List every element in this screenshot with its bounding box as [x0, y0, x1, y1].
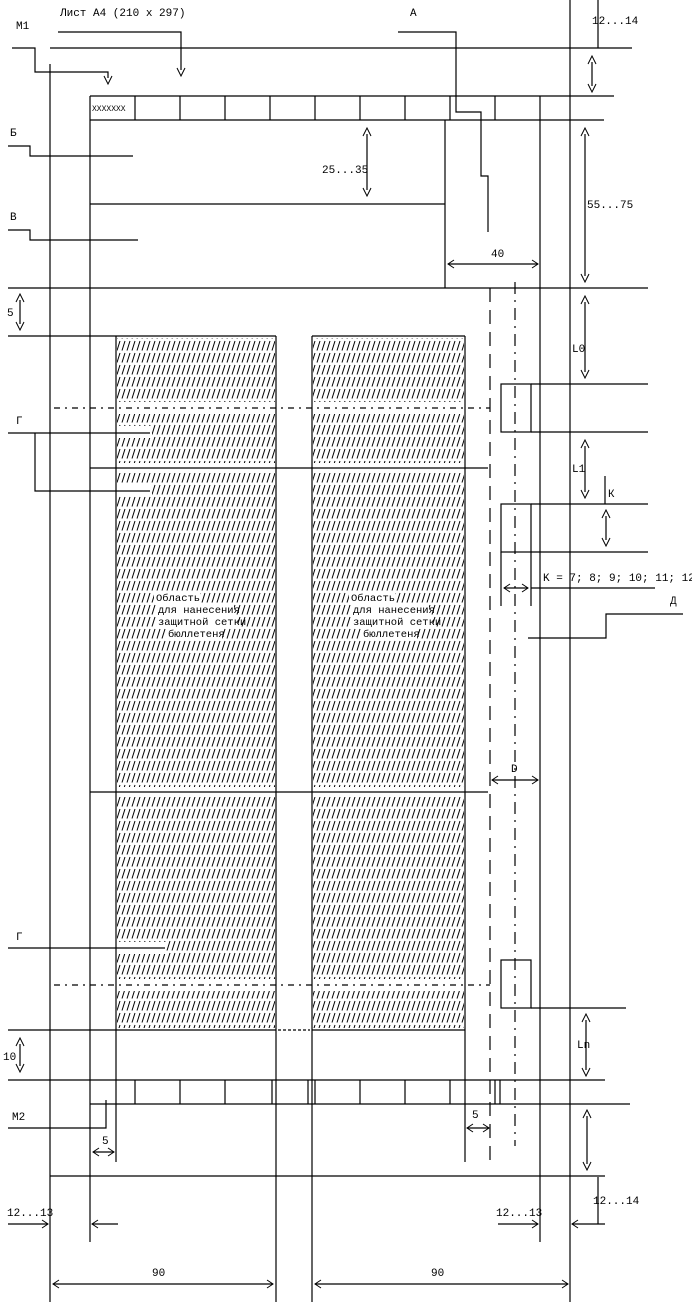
l1-arrow-head — [580, 489, 590, 500]
area-text-line: Область — [351, 592, 395, 605]
col-width-left-arrow-head — [52, 1279, 60, 1289]
left-offset-arrow-head — [92, 1147, 100, 1157]
hatch-left — [117, 338, 275, 1028]
top-margin-arrow-head — [587, 54, 597, 65]
diameter-dim: D — [511, 764, 518, 776]
drawing-lines — [8, 0, 683, 1302]
area-text-line: для нанесения — [353, 605, 435, 617]
diameter-arrow-head — [531, 775, 539, 785]
v-leader — [8, 229, 138, 241]
area-text-right: Область для нанесения защитной сетки бюл… — [349, 591, 441, 641]
b-label: Б — [10, 128, 17, 140]
bottom-margin-dim: 12...14 — [593, 1196, 640, 1208]
hatch-gap — [116, 426, 152, 438]
right-offset-dim: 5 — [472, 1110, 479, 1122]
hatch-gap — [116, 402, 276, 414]
m1-leader — [12, 47, 109, 78]
sheet-leader-arrow — [176, 67, 186, 78]
d-label: Д — [670, 596, 677, 608]
l0-arrow-head — [580, 369, 590, 380]
block-height-arrow-head — [580, 273, 590, 284]
l1-arrow-head — [580, 438, 590, 449]
gap-5-arrow-head — [15, 292, 25, 303]
col-width-right-dim: 90 — [431, 1268, 444, 1280]
k-height-arrow-head — [601, 508, 611, 519]
left-margin-dim: 12...13 — [7, 1208, 53, 1220]
header-height-arrow-head — [362, 126, 372, 137]
k-height-arrow-head — [601, 537, 611, 548]
col-width-right-arrow-head — [314, 1279, 322, 1289]
g-leader-branch — [34, 433, 150, 492]
area-text-left: Область для нанесения защитной сетки бюл… — [154, 591, 246, 641]
punch-box-n — [500, 959, 532, 1009]
gap-10-dim: 10 — [3, 1052, 16, 1064]
gap-10-arrow-head — [15, 1063, 25, 1074]
col-width-right-arrow-head — [561, 1279, 569, 1289]
hatch-gap — [116, 484, 152, 496]
stamp-cell-text: XXXXXXX — [92, 105, 126, 114]
col-width-left-arrow-head — [266, 1279, 274, 1289]
header-height-dim: 25...35 — [322, 165, 368, 177]
left-margin-arrow-head — [91, 1219, 99, 1229]
ln-arrow-head — [581, 1067, 591, 1078]
right-margin-arrow-head — [531, 1219, 539, 1229]
bottom-gap-arrow-head — [582, 1108, 592, 1119]
top-margin-arrow-head — [587, 83, 597, 94]
area-text-line: защитной сетки — [353, 617, 441, 629]
ln-dim: Ln — [577, 1040, 590, 1052]
sheet-label: Лист А4 (210 x 297) — [59, 8, 185, 20]
ln-arrow-head — [581, 1012, 591, 1023]
k-values-dim: K = 7; 8; 9; 10; 11; 12 — [543, 573, 692, 585]
m2-label: М2 — [12, 1112, 25, 1124]
left-offset-dim: 5 — [102, 1136, 109, 1148]
area-text-line: бюллетеня — [168, 628, 225, 641]
block-width-arrow-head — [531, 259, 539, 269]
d-leader — [528, 613, 683, 639]
hatched-areas — [116, 338, 466, 1028]
right-offset-arrow-head — [466, 1123, 474, 1133]
block-width-arrow-head — [447, 259, 455, 269]
block-height-dim: 55...75 — [587, 200, 633, 212]
l0-arrow-head — [580, 294, 590, 305]
v-label: В — [10, 212, 17, 224]
block-width-dim: 40 — [491, 249, 504, 261]
l1-dim: L1 — [572, 464, 586, 476]
hatch-right — [313, 338, 464, 1028]
left-offset-arrow-head — [107, 1147, 115, 1157]
area-text-line: для нанесения — [158, 605, 240, 617]
punch-box-1 — [500, 383, 532, 433]
col-width-left-dim: 90 — [152, 1268, 165, 1280]
k-arrow-head — [503, 583, 511, 593]
area-text-line: бюллетеня — [363, 628, 420, 641]
diameter-arrow-head — [491, 775, 499, 785]
sheet-leader — [58, 31, 182, 70]
g-label-top: Г — [16, 416, 23, 428]
block-height-arrow-head — [580, 126, 590, 137]
bottom-gap-arrow-head — [582, 1161, 592, 1172]
gap-5-dim: 5 — [7, 308, 14, 320]
header-height-arrow-head — [362, 187, 372, 198]
k-label: К — [608, 489, 615, 501]
gap-10-arrow-head — [15, 1036, 25, 1047]
area-text-line: Область — [156, 592, 200, 605]
g-label-bottom: Г — [16, 932, 23, 944]
area-text-line: защитной сетки — [158, 617, 246, 629]
m1-label: М1 — [16, 21, 30, 33]
m2-leader — [8, 1100, 107, 1129]
a-leader — [398, 31, 489, 232]
k-arrow-head — [521, 583, 529, 593]
m1-leader-arrow — [103, 75, 113, 86]
left-margin-arrow-head — [41, 1219, 49, 1229]
top-margin-dim: 12...14 — [592, 16, 639, 28]
right-offset-arrow-head — [482, 1123, 490, 1133]
a-label: А — [410, 8, 417, 20]
right-margin-arrow-head — [571, 1219, 579, 1229]
punch-box-2 — [500, 503, 532, 553]
l0-dim: L0 — [572, 344, 585, 356]
hatch-gap — [116, 979, 276, 991]
gap-5-arrow-head — [15, 321, 25, 332]
b-leader — [8, 145, 133, 157]
right-margin-dim: 12...13 — [496, 1208, 542, 1220]
